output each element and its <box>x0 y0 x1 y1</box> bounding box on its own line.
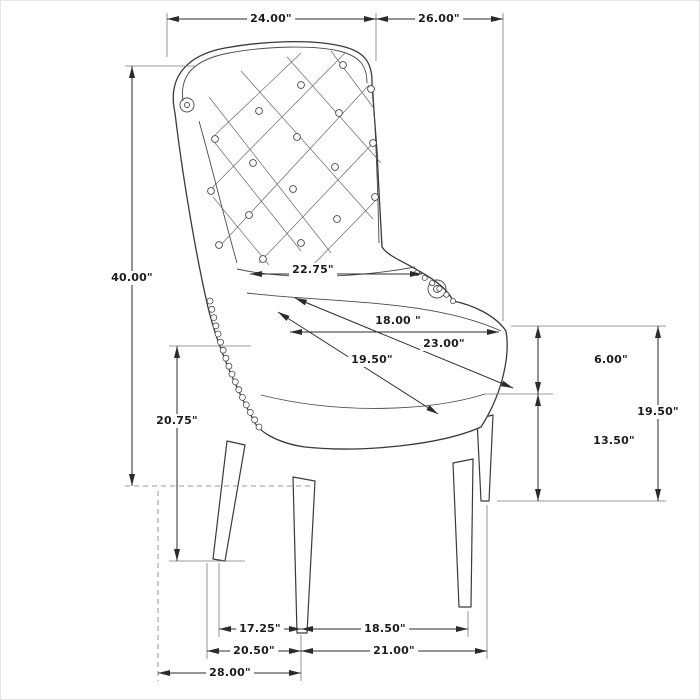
dim-label-right-total: 19.50" <box>634 405 682 419</box>
dim-label-base-left: 20.50" <box>230 644 278 658</box>
dim-label-seat-diagonal: 23.00" <box>420 337 468 351</box>
dim-label-front-leg-span: 18.50" <box>361 622 409 636</box>
dim-label-seat-thickness: 6.00" <box>591 353 631 367</box>
dim-label-base-right: 21.00" <box>370 644 418 658</box>
dim-label-left-height: 40.00" <box>108 271 156 285</box>
dim-label-back-leg-span: 17.25" <box>236 622 284 636</box>
chair-body-outline <box>172 41 508 450</box>
tufting-buttons <box>207 61 379 263</box>
dim-label-overall-depth: 28.00" <box>206 666 254 680</box>
dim-label-arm-height: 20.75" <box>153 414 201 428</box>
dim-label-seat-back-width: 22.75" <box>289 263 337 277</box>
dim-label-seat-width: 18.00 " <box>372 314 424 328</box>
nailhead-trim-left <box>206 297 263 431</box>
dim-label-top-first: 24.00" <box>247 12 295 26</box>
back-left-leg <box>212 440 246 562</box>
front-left-leg <box>292 476 316 634</box>
dim-label-leg-height: 13.50" <box>590 434 638 448</box>
dim-label-seat-depth: 19.50" <box>348 353 396 367</box>
tufting-lines <box>208 50 382 268</box>
chair-legs <box>212 414 494 634</box>
front-right-leg <box>452 458 474 608</box>
dim-label-top-second: 26.00" <box>415 12 463 26</box>
